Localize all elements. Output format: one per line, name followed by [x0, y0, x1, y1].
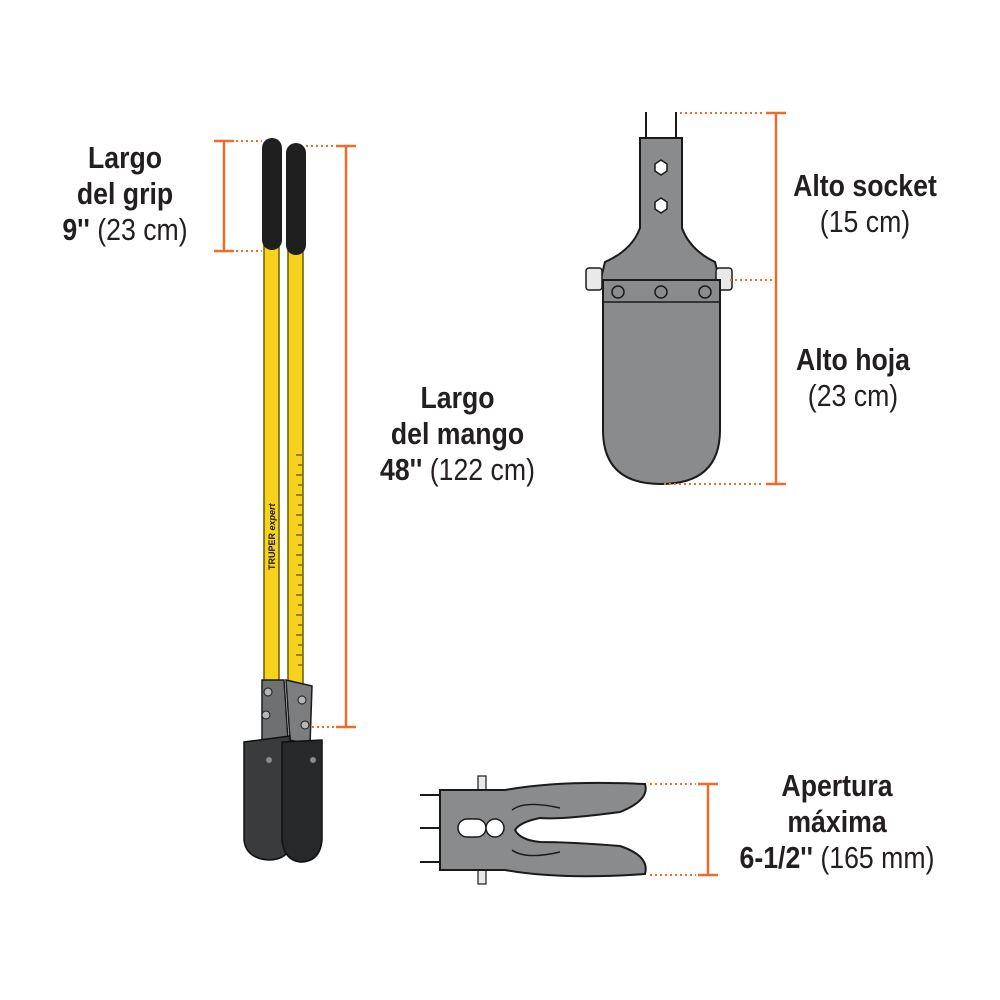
- socket-height-label: Alto socket (15 cm): [783, 168, 946, 240]
- handle-dimension: [306, 144, 356, 729]
- blade-shape: [602, 279, 721, 486]
- socket-label-metric: (15 cm): [819, 204, 911, 239]
- grip-label-line2: del grip: [76, 176, 174, 211]
- blade-detail-illustration: [585, 112, 733, 486]
- jaw-body: [439, 781, 647, 878]
- opening-detail-illustration: [420, 775, 647, 885]
- left-grip: [262, 138, 282, 250]
- grip-length-label: Largo del grip 9'' (23 cm): [52, 140, 198, 248]
- handle-label-line2: del mango: [390, 416, 525, 451]
- blade-height-label: Alto hoja (23 cm): [771, 342, 934, 414]
- max-opening-label: Apertura máxima 6-1/2'' (165 mm): [730, 768, 945, 876]
- ruler-marks: [296, 454, 302, 666]
- handle-length-label: Largo del mango 48'' (122 cm): [365, 380, 550, 488]
- grip-label-line1: Largo: [87, 140, 163, 175]
- handle-label-line1: Largo: [420, 380, 495, 415]
- handle-label-value: 48'': [380, 452, 423, 487]
- brand-logo: TRUPER expert: [267, 502, 277, 570]
- grip-dimension: [214, 139, 262, 253]
- right-grip: [286, 143, 306, 255]
- opening-label-value: 6-1/2'': [739, 840, 813, 875]
- blade-label-metric: (23 cm): [807, 378, 899, 413]
- opening-label-line2: máxima: [787, 804, 887, 839]
- opening-dimension: [650, 782, 718, 877]
- right-handle: [287, 244, 304, 701]
- post-hole-digger-illustration: TRUPER expert: [243, 138, 323, 863]
- grip-label-value: 9'': [62, 212, 90, 247]
- left-handle: [263, 239, 280, 701]
- blade-label-line1: Alto hoja: [795, 342, 911, 377]
- socket-label-line1: Alto socket: [793, 168, 937, 203]
- opening-label-metric: (165 mm): [820, 840, 935, 875]
- handle-label-metric: (122 cm): [429, 452, 535, 487]
- right-blade: [281, 739, 323, 863]
- grip-label-metric: (23 cm): [97, 212, 188, 247]
- socket-bracket-right: [285, 679, 313, 746]
- opening-label-line1: Apertura: [781, 768, 893, 803]
- socket-blade-dimension: [664, 111, 786, 486]
